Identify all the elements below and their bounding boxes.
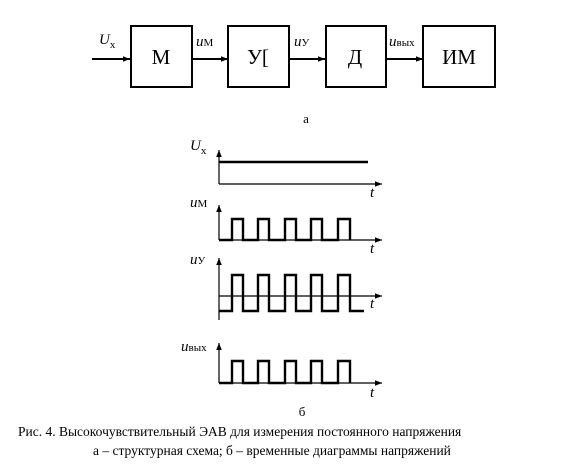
t-label: t <box>370 241 375 257</box>
y-label: Ux <box>190 138 207 157</box>
y-label: uУ <box>190 252 206 268</box>
signal-um <box>219 217 352 242</box>
timing-plot-um: uМ t <box>190 195 382 257</box>
link-label-um: uМ <box>196 34 214 50</box>
caption: Рис. 4. Высокочувствительный ЭАВ для изм… <box>18 424 461 458</box>
timing-plot-uy: uУ t <box>190 252 382 320</box>
caption-line-2: а – структурная схема; б – временные диа… <box>93 443 451 458</box>
timing-plot-ux: Ux t <box>190 138 382 201</box>
modulator-block <box>130 25 193 88</box>
caption-line-1: Рис. 4. Высокочувствительный ЭАВ для изм… <box>18 424 461 439</box>
demodulator-label: Д <box>348 45 362 69</box>
amplifier-block <box>227 25 290 88</box>
block-diagram: Ux М uМ У[ uУ Д uвых ИМ а <box>92 25 496 126</box>
timing-diagrams: Ux t uМ t uУ t uвых t б <box>181 138 382 419</box>
signal-uvyx <box>219 359 352 385</box>
signal-uy <box>219 273 364 313</box>
modulator-label: М <box>152 45 171 69</box>
t-label: t <box>370 385 375 401</box>
link-label-uvyx: uвых <box>389 34 415 50</box>
y-label: uвых <box>181 339 207 355</box>
input-label: Ux <box>99 32 116 51</box>
part-a-label: а <box>303 111 309 126</box>
timing-plot-uvyx: uвых t <box>181 339 382 401</box>
demodulator-block <box>325 25 387 88</box>
measuring-mechanism-block <box>422 25 496 88</box>
t-label: t <box>370 185 375 201</box>
t-label: t <box>370 296 375 312</box>
link-label-uy: uУ <box>294 34 310 50</box>
y-label: uМ <box>190 195 208 211</box>
amplifier-label: У[ <box>247 45 269 69</box>
part-b-label: б <box>299 404 306 419</box>
measuring-mechanism-label: ИМ <box>442 45 476 69</box>
